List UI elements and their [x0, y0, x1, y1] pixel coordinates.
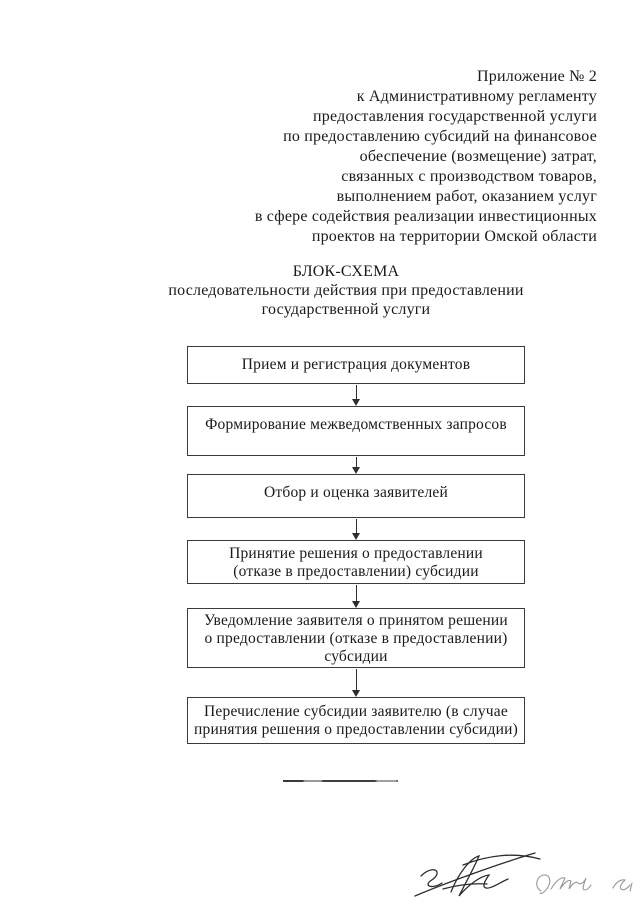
- appendix-header-line: проектов на территории Омской области: [311, 228, 597, 245]
- appendix-header-line: выполнением работ, оказанием услуг: [336, 188, 597, 205]
- flow-step-box-2: Формирование межведомственных запросов: [187, 406, 525, 456]
- arrow-head: [351, 533, 360, 540]
- arrow-head: [351, 690, 360, 697]
- arrow-down-icon: [351, 585, 361, 608]
- appendix-header-line: Приложение № 2: [477, 68, 597, 85]
- flow-step-box-6: Перечисление субсидии заявителю (в случа…: [187, 697, 525, 744]
- page-title-line: БЛОК-СХЕМА: [292, 263, 400, 280]
- signature-scribble-light-icon: [536, 874, 633, 894]
- arrow-down-icon: [351, 669, 361, 697]
- flow-step-box-1: Прием и регистрация документов: [187, 346, 525, 384]
- page-title-line: последовательности действия при предоста…: [168, 282, 524, 299]
- page-title: БЛОК-СХЕМА последовательности действия п…: [46, 262, 640, 319]
- appendix-header-line: к Административному регламенту: [356, 88, 597, 105]
- appendix-header-line: по предоставлению субсидий на финансовое: [283, 128, 597, 145]
- appendix-header: Приложение № 2 к Административному регла…: [255, 67, 597, 247]
- arrow-head: [351, 467, 360, 474]
- page-title-line: государственной услуги: [261, 301, 431, 318]
- arrow-down-icon: [351, 457, 361, 474]
- flow-step-box-3: Отбор и оценка заявителей: [187, 474, 525, 518]
- appendix-header-line: обеспечение (возмещение) затрат,: [359, 148, 597, 165]
- arrow-stem: [355, 457, 357, 468]
- arrow-down-icon: [351, 519, 361, 540]
- signature-scribble-icon: [414, 852, 541, 897]
- arrow-stem: [355, 585, 357, 602]
- arrow-head: [351, 399, 360, 406]
- arrow-stem: [355, 385, 357, 400]
- appendix-header-line: в сфере содействия реализации инвестицио…: [254, 208, 597, 225]
- flow-step-box-5: Уведомление заявителя о принятом решении…: [187, 608, 525, 668]
- appendix-header-line: предоставления государственной услуги: [313, 108, 597, 125]
- arrow-down-icon: [351, 385, 361, 406]
- arrow-stem: [355, 669, 357, 691]
- footnote-separator-line: [283, 780, 398, 782]
- flow-step-box-4: Принятие решения о предоставлении (отказ…: [187, 540, 525, 584]
- arrow-head: [351, 601, 360, 608]
- arrow-stem: [355, 519, 357, 534]
- appendix-header-line: связанных с производством товаров,: [341, 168, 597, 185]
